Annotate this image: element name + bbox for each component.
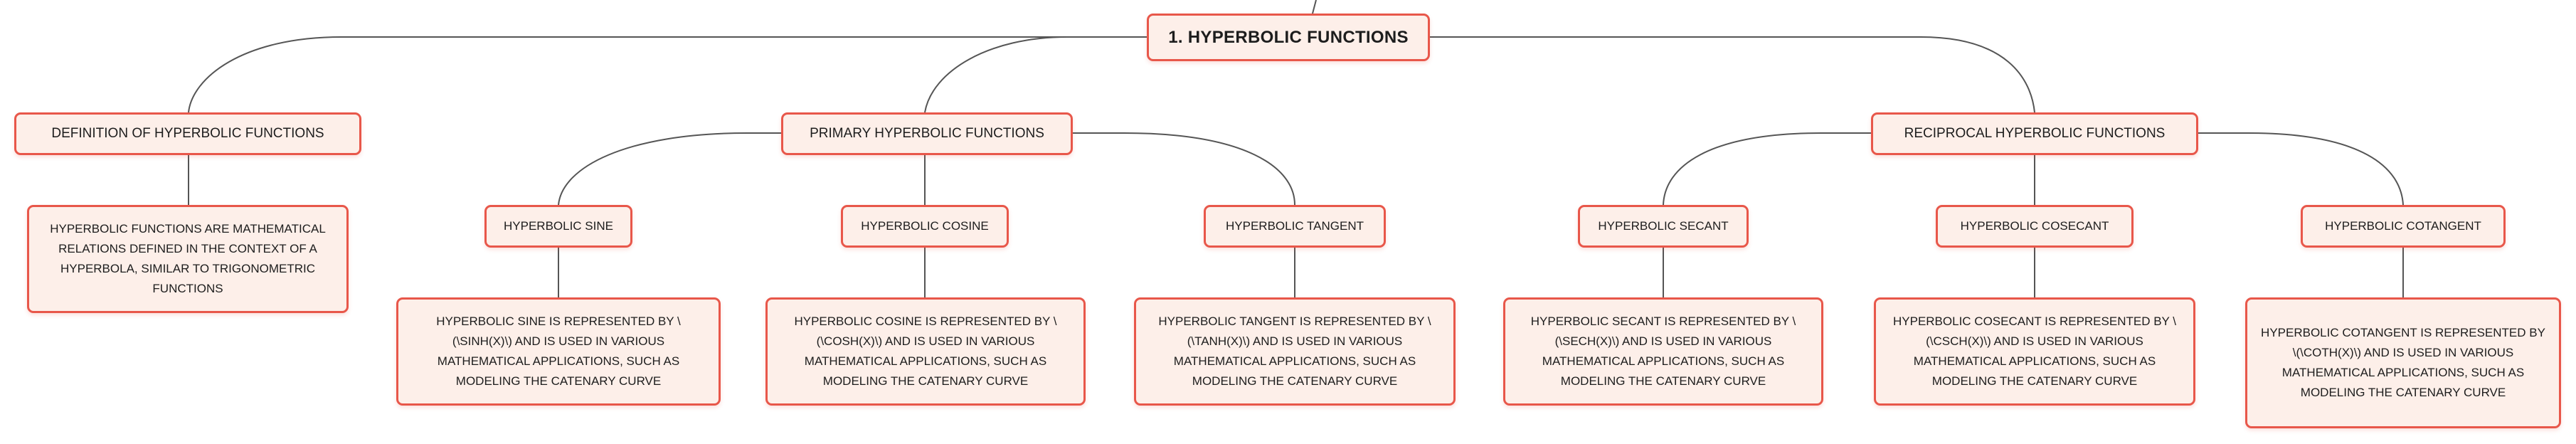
connector-primary-sine — [558, 132, 781, 206]
definition-node[interactable]: DEFINITION OF HYPERBOLIC FUNCTIONS — [14, 112, 361, 155]
connector-primary-tangent — [1073, 132, 1295, 206]
sine-label: HYPERBOLIC SINE — [504, 219, 613, 233]
connector-root-top — [1312, 0, 1317, 14]
cotangent-node[interactable]: HYPERBOLIC COTANGENT — [2301, 205, 2506, 248]
sine-description: HYPERBOLIC SINE IS REPRESENTED BY \(\SIN… — [436, 314, 681, 388]
cosecant-description: HYPERBOLIC COSECANT IS REPRESENTED BY \(… — [1892, 314, 2177, 388]
cotangent-label: HYPERBOLIC COTANGENT — [2325, 219, 2481, 233]
tangent-label: HYPERBOLIC TANGENT — [1226, 219, 1364, 233]
definition-description: HYPERBOLIC FUNCTIONS ARE MATHEMATICAL RE… — [50, 222, 326, 295]
tangent-description-node[interactable]: HYPERBOLIC TANGENT IS REPRESENTED BY \(\… — [1134, 297, 1456, 406]
primary-label: PRIMARY HYPERBOLIC FUNCTIONS — [810, 126, 1044, 141]
tangent-node[interactable]: HYPERBOLIC TANGENT — [1204, 205, 1386, 248]
connector-reciprocal-secant — [1663, 132, 1871, 206]
cosine-node[interactable]: HYPERBOLIC COSINE — [841, 205, 1009, 248]
reciprocal-node[interactable]: RECIPROCAL HYPERBOLIC FUNCTIONS — [1871, 112, 2198, 155]
root-label: 1. HYPERBOLIC FUNCTIONS — [1168, 27, 1409, 47]
reciprocal-label: RECIPROCAL HYPERBOLIC FUNCTIONS — [1904, 126, 2166, 141]
secant-description-node[interactable]: HYPERBOLIC SECANT IS REPRESENTED BY \(\S… — [1503, 297, 1823, 406]
secant-description: HYPERBOLIC SECANT IS REPRESENTED BY \(\S… — [1530, 314, 1796, 388]
connector-root-definition — [188, 36, 1147, 113]
root-node[interactable]: 1. HYPERBOLIC FUNCTIONS — [1147, 14, 1430, 61]
definition-description-node[interactable]: HYPERBOLIC FUNCTIONS ARE MATHEMATICAL RE… — [27, 205, 349, 313]
cosecant-label: HYPERBOLIC COSECANT — [1960, 219, 2109, 233]
connector-root-reciprocal — [1430, 36, 2035, 113]
connector-reciprocal-cotangent — [2198, 132, 2404, 206]
tangent-description: HYPERBOLIC TANGENT IS REPRESENTED BY \(\… — [1158, 314, 1431, 388]
cotangent-description: HYPERBOLIC COTANGENT IS REPRESENTED BY \… — [2261, 326, 2545, 399]
definition-label: DEFINITION OF HYPERBOLIC FUNCTIONS — [51, 126, 324, 141]
cosine-description-node[interactable]: HYPERBOLIC COSINE IS REPRESENTED BY \(\C… — [765, 297, 1086, 406]
cosine-description: HYPERBOLIC COSINE IS REPRESENTED BY \(\C… — [794, 314, 1057, 388]
cosine-label: HYPERBOLIC COSINE — [861, 219, 989, 233]
secant-node[interactable]: HYPERBOLIC SECANT — [1578, 205, 1749, 248]
primary-node[interactable]: PRIMARY HYPERBOLIC FUNCTIONS — [781, 112, 1073, 155]
sine-node[interactable]: HYPERBOLIC SINE — [484, 205, 632, 248]
sine-description-node[interactable]: HYPERBOLIC SINE IS REPRESENTED BY \(\SIN… — [396, 297, 721, 406]
cosecant-node[interactable]: HYPERBOLIC COSECANT — [1936, 205, 2134, 248]
connector-root-primary — [924, 36, 1147, 113]
cosecant-description-node[interactable]: HYPERBOLIC COSECANT IS REPRESENTED BY \(… — [1874, 297, 2195, 406]
secant-label: HYPERBOLIC SECANT — [1598, 219, 1729, 233]
cotangent-description-node[interactable]: HYPERBOLIC COTANGENT IS REPRESENTED BY \… — [2245, 297, 2561, 428]
